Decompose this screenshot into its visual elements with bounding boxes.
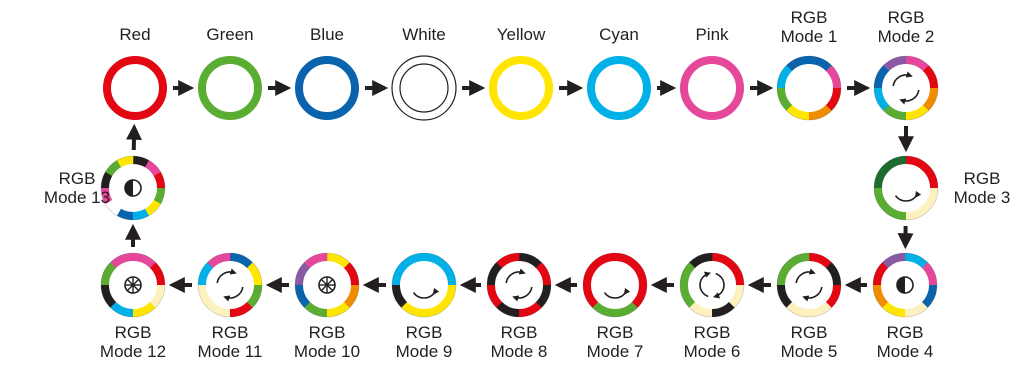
mode-label-line: Mode 7: [586, 342, 644, 361]
mode-label-line: RGB: [790, 323, 828, 342]
mode-node-white: [391, 55, 457, 121]
mode-label-line: Mode 9: [395, 342, 453, 361]
mode-label-line: RGB: [887, 8, 925, 27]
mode-node-rgb-mode-6: [679, 252, 745, 318]
mode-node-rgb-mode-7: [582, 252, 648, 318]
mode-node-rgb-mode-13: [100, 155, 166, 221]
mode-label-line: Mode 10: [293, 342, 361, 361]
mode-label-line: RGB: [114, 323, 152, 342]
mode-node-green: [198, 56, 262, 120]
mode-label-yellow: Yellow: [466, 25, 576, 44]
mode-node-yellow: [489, 56, 553, 120]
mode-label-line: RGB: [886, 323, 924, 342]
mode-label-line: Green: [206, 25, 254, 44]
mode-node-red: [103, 56, 167, 120]
mode-label-line: Cyan: [599, 25, 639, 44]
mode-label-white: White: [369, 25, 479, 44]
mode-label-line: RGB: [405, 323, 443, 342]
mode-label-line: Mode 3: [953, 188, 1011, 207]
mode-label-line: Mode 5: [780, 342, 838, 361]
mode-label-line: Mode 6: [683, 342, 741, 361]
mode-node-rgb-mode-9: [391, 252, 457, 318]
mode-node-rgb-mode-10: [294, 252, 360, 318]
mode-node-rgb-mode-5: [776, 252, 842, 318]
mode-label-line: Mode 2: [877, 27, 935, 46]
mode-node-rgb-mode-12: [100, 252, 166, 318]
mode-label-line: Yellow: [496, 25, 546, 44]
mode-label-red: Red: [80, 25, 190, 44]
mode-node-rgb-mode-1: [776, 55, 842, 121]
mode-node-rgb-mode-3: [873, 155, 939, 221]
mode-label-line: Mode 11: [197, 342, 263, 361]
mode-label-blue: Blue: [272, 25, 382, 44]
mode-label-line: RGB: [211, 323, 249, 342]
mode-label-line: RGB: [500, 323, 538, 342]
mode-label-line: Red: [119, 25, 151, 44]
mode-node-rgb-mode-2: [873, 55, 939, 121]
mode-node-pink: [680, 56, 744, 120]
mode-label-line: RGB: [790, 8, 828, 27]
mode-label-line: Mode 8: [490, 342, 548, 361]
mode-label-line: Mode 4: [876, 342, 934, 361]
mode-node-rgb-mode-11: [197, 252, 263, 318]
mode-node-rgb-mode-4: [872, 252, 938, 318]
mode-label-line: White: [402, 25, 446, 44]
mode-label-line: Mode 12: [99, 342, 167, 361]
mode-label-line: Blue: [309, 25, 345, 44]
mode-label-line: Pink: [695, 25, 729, 44]
mode-node-rgb-mode-8: [486, 252, 552, 318]
mode-label-pink: Pink: [657, 25, 767, 44]
mode-label-line: RGB: [596, 323, 634, 342]
mode-label-line: Mode 13: [43, 188, 111, 207]
mode-label-line: Mode 1: [780, 27, 838, 46]
mode-label-line: RGB: [963, 169, 1001, 188]
mode-node-cyan: [587, 56, 651, 120]
mode-label-line: RGB: [58, 169, 96, 188]
mode-label-green: Green: [175, 25, 285, 44]
mode-label-line: RGB: [308, 323, 346, 342]
mode-node-blue: [295, 56, 359, 120]
mode-label-cyan: Cyan: [564, 25, 674, 44]
mode-label-line: RGB: [693, 323, 731, 342]
